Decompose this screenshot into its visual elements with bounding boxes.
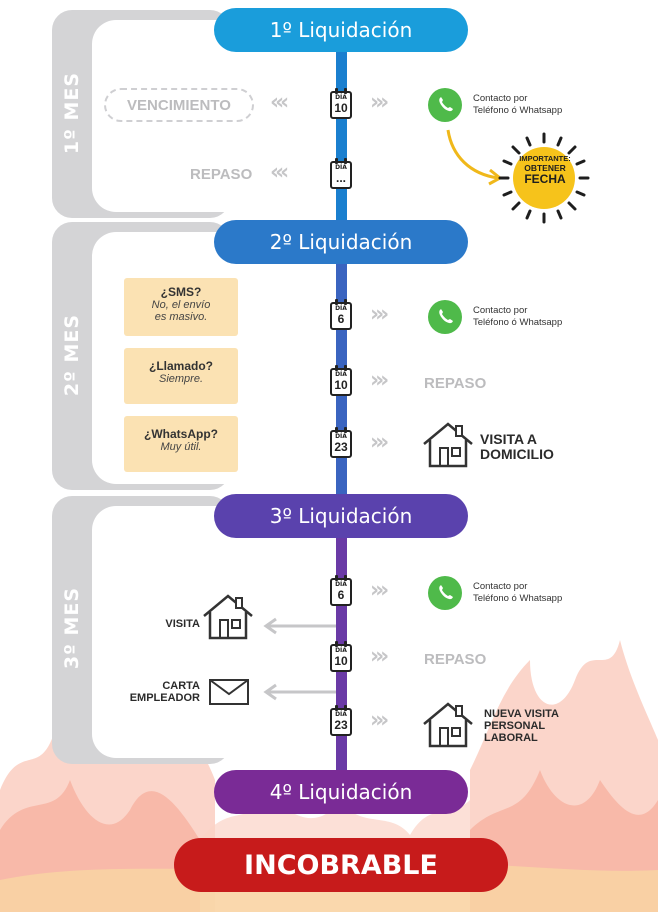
chevron-triple-icon: ››› — [370, 708, 389, 733]
house-icon — [423, 702, 473, 748]
important-line-2: OBTENER — [524, 163, 566, 173]
calendar-icon: DÍA 6 — [330, 575, 352, 606]
note-card-whatsapp: ¿WhatsApp? Muy útil. — [124, 416, 238, 472]
visita-domicilio-label: VISITA A DOMICILIO — [480, 432, 554, 462]
chevron-triple-icon: ››› — [370, 644, 389, 669]
vencimiento-label: VENCIMIENTO — [104, 88, 254, 122]
liquidacion-2-pill: 2º Liquidación — [214, 220, 468, 264]
liquidacion-4-pill: 4º Liquidación — [214, 770, 468, 814]
repaso-label-3: REPASO — [424, 651, 487, 668]
repaso-label-1: REPASO — [190, 166, 253, 183]
note-card-llamado: ¿Llamado? Siempre. — [124, 348, 238, 404]
chevron-triple-icon: ››› — [370, 430, 389, 455]
chevron-triple-icon: ››› — [370, 302, 389, 327]
calendar-day-label: DÍA — [335, 581, 347, 588]
calendar-day-number: 6 — [337, 312, 345, 326]
calendar-day-label: DÍA — [335, 647, 347, 654]
carta-line-1: CARTA — [162, 680, 200, 692]
note-card-answer: Siempre. — [158, 373, 204, 385]
calendar-day-label: DÍA — [335, 711, 347, 718]
calendar-day-number: ... — [335, 171, 346, 185]
liquidacion-1-pill: 1º Liquidación — [214, 8, 468, 52]
whatsapp-icon — [428, 88, 462, 122]
contact-text-1: Contacto por Teléfono ó Whatsapp — [473, 93, 562, 117]
note-card-answer: No, el envío — [151, 299, 211, 311]
month-label-3: 3º MES — [61, 586, 83, 670]
note-card-question: ¿SMS? — [160, 285, 202, 299]
month-band-3-inner — [92, 506, 262, 758]
calendar-icon: DÍA 10 — [330, 641, 352, 672]
nueva-line-3: LABORAL — [484, 732, 538, 744]
calendar-icon: DÍA 23 — [330, 427, 352, 458]
sun-burst-icon — [498, 132, 590, 224]
contact-line-2: Teléfono ó Whatsapp — [473, 105, 563, 116]
contact-line-1: Contacto por — [473, 93, 528, 104]
envelope-icon — [209, 679, 249, 705]
calendar-day-number: 6 — [337, 588, 345, 602]
chevron-triple-icon: ››› — [370, 90, 389, 115]
calendar-day-label: DÍA — [335, 164, 347, 171]
calendar-day-label: DÍA — [335, 371, 347, 378]
whatsapp-icon — [428, 576, 462, 610]
calendar-icon: DÍA ... — [330, 158, 352, 189]
important-line-1: IMPORTANTE: — [519, 154, 571, 163]
liquidacion-3-pill: 3º Liquidación — [214, 494, 468, 538]
calendar-icon: DÍA 6 — [330, 299, 352, 330]
visita-line-1: VISITA A — [480, 431, 538, 447]
visita-label: VISITA — [165, 618, 200, 630]
note-card-answer-2: es masivo. — [154, 311, 208, 323]
whatsapp-icon — [428, 300, 462, 334]
nueva-line-1: NUEVA VISITA — [484, 708, 559, 720]
calendar-icon: DÍA 10 — [330, 365, 352, 396]
month-label-1: 1º MES — [61, 71, 83, 155]
contact-line-1: Contacto por — [473, 305, 528, 316]
house-icon — [203, 594, 253, 640]
nueva-visita-label: NUEVA VISITA PERSONAL LABORAL — [484, 708, 559, 744]
calendar-day-number: 23 — [334, 440, 348, 454]
note-card-answer: Muy útil. — [160, 441, 202, 453]
arrow-left-icon — [263, 617, 336, 635]
chevron-triple-icon: ‹‹‹ — [270, 90, 289, 115]
incobrable-pill: INCOBRABLE — [174, 838, 508, 892]
contact-text-2: Contacto por Teléfono ó Whatsapp — [473, 305, 562, 329]
calendar-day-number: 10 — [334, 654, 348, 668]
calendar-icon: DÍA 10 — [330, 88, 352, 119]
carta-line-2: EMPLEADOR — [129, 692, 200, 704]
month-label-2: 2º MES — [61, 313, 83, 397]
note-card-question: ¿WhatsApp? — [144, 427, 218, 441]
calendar-day-label: DÍA — [335, 305, 347, 312]
note-card-sms: ¿SMS? No, el envío es masivo. — [124, 278, 238, 336]
timeline-segment-1 — [336, 50, 347, 230]
nueva-line-2: PERSONAL — [484, 720, 546, 732]
calendar-day-number: 23 — [334, 718, 348, 732]
calendar-icon: DÍA 23 — [330, 705, 352, 736]
chevron-triple-icon: ››› — [370, 578, 389, 603]
contact-line-1: Contacto por — [473, 581, 528, 592]
arrow-left-icon — [263, 683, 336, 701]
important-line-3: FECHA — [524, 172, 566, 186]
visita-line-2: DOMICILIO — [480, 446, 554, 462]
note-card-question: ¿Llamado? — [148, 359, 213, 373]
calendar-day-label: DÍA — [335, 433, 347, 440]
calendar-day-number: 10 — [334, 378, 348, 392]
repaso-label-2: REPASO — [424, 375, 487, 392]
contact-line-2: Teléfono ó Whatsapp — [473, 593, 563, 604]
calendar-day-number: 10 — [334, 101, 348, 115]
chevron-triple-icon: ››› — [370, 368, 389, 393]
chevron-triple-icon: ‹‹‹ — [270, 160, 289, 185]
calendar-day-label: DÍA — [335, 94, 347, 101]
house-icon — [423, 422, 473, 468]
carta-empleador-label: CARTA EMPLEADOR — [118, 680, 200, 704]
important-note: IMPORTANTE: OBTENER FECHA — [505, 154, 585, 186]
contact-line-2: Teléfono ó Whatsapp — [473, 317, 563, 328]
contact-text-3: Contacto por Teléfono ó Whatsapp — [473, 581, 562, 605]
